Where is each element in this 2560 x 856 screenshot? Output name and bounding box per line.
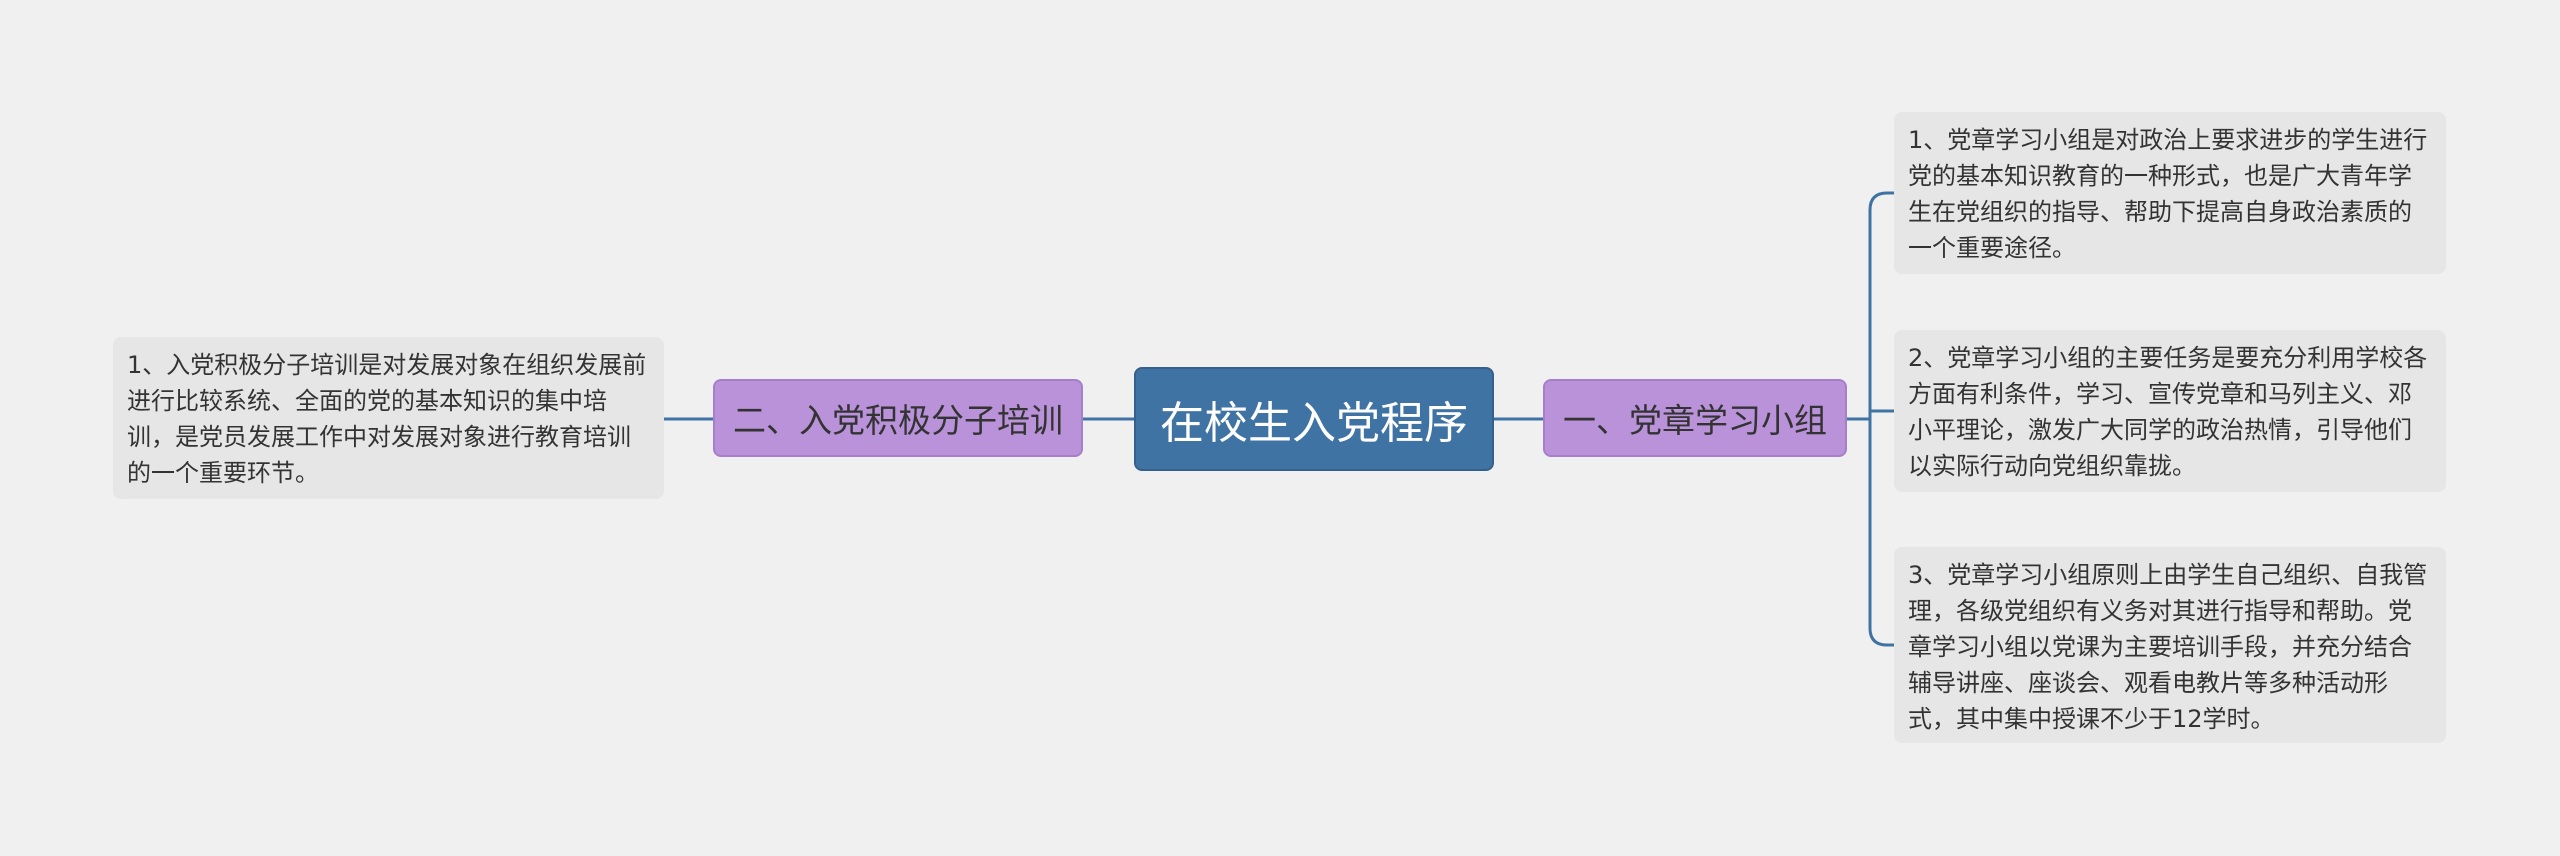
branch-party-constitution-study-group[interactable]: 一、党章学习小组 (1543, 379, 1847, 457)
root-topic[interactable]: 在校生入党程序 (1134, 367, 1494, 471)
leaf-activist-training-description[interactable]: 1、入党积极分子培训是对发展对象在组织发展前进行比较系统、全面的党的基本知识的集… (113, 337, 664, 499)
connector-right-vertical-top (1868, 191, 1894, 419)
branch-activist-training[interactable]: 二、入党积极分子培训 (713, 379, 1083, 457)
leaf-study-group-tasks[interactable]: 2、党章学习小组的主要任务是要充分利用学校各方面有利条件，学习、宣传党章和马列主… (1894, 330, 2446, 492)
connector-right-vertical-bottom (1868, 419, 1894, 647)
leaf-study-group-definition[interactable]: 1、党章学习小组是对政治上要求进步的学生进行党的基本知识教育的一种形式，也是广大… (1894, 112, 2446, 274)
leaf-study-group-principles[interactable]: 3、党章学习小组原则上由学生自己组织、自我管理，各级党组织有义务对其进行指导和帮… (1894, 547, 2446, 743)
